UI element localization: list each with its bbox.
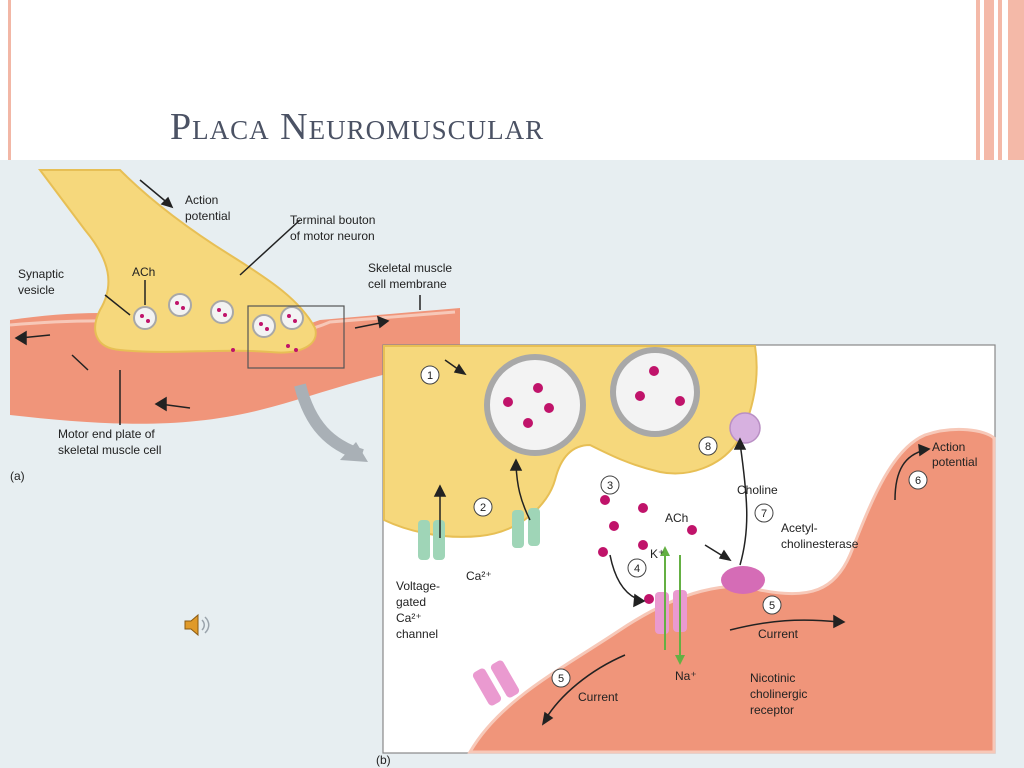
step-2: 2 (480, 502, 486, 514)
label-skeletal-membrane-1: Skeletal muscle (368, 261, 452, 275)
slide-frame-left-line (8, 0, 11, 160)
zoom-arrow (294, 383, 364, 461)
step-5-right: 5 (769, 600, 775, 612)
figure-svg: Action potential Terminal bouton of moto… (9, 169, 996, 767)
label-action-potential-b-1: Action (932, 440, 965, 454)
label-voltage-gated-3: Ca²⁺ (396, 611, 422, 625)
label-current-right: Current (758, 627, 799, 641)
label-panel-a: (a) (10, 469, 25, 483)
label-current-left: Current (578, 690, 619, 704)
slide-frame-right-bars (976, 0, 1024, 160)
neuromuscular-junction-figure: Action potential Terminal bouton of moto… (0, 160, 1024, 768)
step-1: 1 (427, 370, 433, 382)
label-action-potential-b-2: potential (932, 455, 977, 469)
label-ach-a: ACh (132, 265, 155, 279)
step-3: 3 (607, 480, 613, 492)
vesicle-b-1 (484, 354, 586, 456)
label-ach-b: ACh (665, 511, 688, 525)
zoom-box (247, 305, 345, 369)
label-action-potential-a-1: Action (185, 193, 218, 207)
label-voltage-gated-2: gated (396, 595, 426, 609)
voltage-gated-channel-2 (512, 508, 540, 548)
label-terminal-bouton-1: Terminal bouton (290, 213, 375, 227)
label-nicotinic-2: cholinergic (750, 687, 807, 701)
label-choline: Choline (737, 483, 778, 497)
label-motor-end-plate-2: skeletal muscle cell (58, 443, 161, 457)
speaker-icon[interactable] (183, 612, 213, 638)
label-acetylcholinesterase-2: cholinesterase (781, 537, 859, 551)
acetylcholinesterase-enzyme (721, 566, 765, 594)
step-6: 6 (915, 475, 921, 487)
step-5-left: 5 (558, 673, 564, 685)
ach-molecules-b (503, 366, 697, 604)
step-4: 4 (634, 563, 640, 575)
vesicles-a (133, 293, 304, 352)
label-action-potential-a-2: potential (185, 209, 230, 223)
label-nicotinic-3: receptor (750, 703, 794, 717)
label-acetylcholinesterase-1: Acetyl- (781, 521, 818, 535)
choline-molecule (729, 412, 761, 444)
step-7: 7 (761, 508, 767, 520)
label-ca-ion: Ca²⁺ (466, 569, 492, 583)
label-terminal-bouton-2: of motor neuron (290, 229, 375, 243)
label-nicotinic-1: Nicotinic (750, 671, 795, 685)
label-voltage-gated-4: channel (396, 627, 438, 641)
step-8: 8 (705, 441, 711, 453)
label-voltage-gated-1: Voltage- (396, 579, 440, 593)
label-k-ion: K⁺ (650, 547, 664, 561)
label-synaptic-vesicle-2: vesicle (18, 283, 55, 297)
terminal-bouton-a (37, 169, 317, 354)
label-panel-b: (b) (376, 753, 391, 767)
label-skeletal-membrane-2: cell membrane (368, 277, 447, 291)
vesicle-b-2 (610, 347, 700, 437)
voltage-gated-channel-1 (418, 520, 445, 560)
slide-title: Placa Neuromuscular (170, 106, 545, 148)
receptor-left (472, 660, 520, 706)
label-synaptic-vesicle-1: Synaptic (18, 267, 64, 281)
label-na-ion: Na⁺ (675, 669, 697, 683)
label-motor-end-plate-1: Motor end plate of (58, 427, 155, 441)
